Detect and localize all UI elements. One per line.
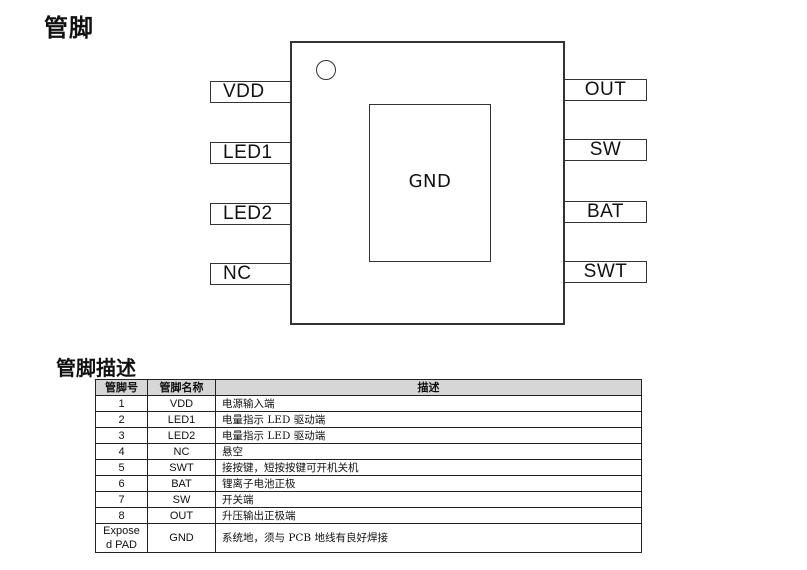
pin-number: 8 — [95, 507, 148, 524]
exposed-pad-label: GND — [408, 171, 452, 192]
page-title: 管脚 — [44, 14, 94, 42]
pin-number: 4 — [95, 443, 148, 460]
pin1-marker-circle — [316, 60, 336, 80]
pin-name: LED1 — [147, 411, 216, 428]
pin-left-4: NC — [210, 263, 290, 285]
pin-left-2: LED1 — [210, 142, 290, 164]
pin-number: 6 — [95, 475, 148, 492]
header-description: 描述 — [215, 379, 642, 396]
pin-number: Expose d PAD — [95, 523, 148, 553]
pin-name: LED2 — [147, 427, 216, 444]
pin-desc: 悬空 — [215, 443, 642, 460]
pin-number: 2 — [95, 411, 148, 428]
exposed-pad — [369, 104, 491, 262]
pin-desc: 锂离子电池正极 — [215, 475, 642, 492]
ic-package-outline — [290, 41, 565, 325]
pin-name: OUT — [147, 507, 216, 524]
pin-right-7: SW — [565, 139, 647, 161]
table-row: 7 SW 开关端 — [95, 491, 642, 508]
pin-name: BAT — [147, 475, 216, 492]
pin-name: GND — [147, 523, 216, 553]
header-pin-number: 管脚号 — [95, 379, 148, 396]
pin-description-table: 管脚号 管脚名称 描述 1 VDD 电源输入端 2 LED1 电量指示 LED … — [95, 379, 642, 553]
pin-desc: 系统地，须与 PCB 地线有良好焊接 — [215, 523, 642, 553]
pin-right-6: BAT — [565, 201, 647, 223]
section-title: 管脚描述 — [56, 356, 136, 380]
table-row: 5 SWT 接按键，短按按键可开机关机 — [95, 459, 642, 476]
pin-number: 7 — [95, 491, 148, 508]
pin-desc: 升压输出正极端 — [215, 507, 642, 524]
pin-number: 1 — [95, 395, 148, 412]
header-pin-name: 管脚名称 — [147, 379, 216, 396]
table-row: 4 NC 悬空 — [95, 443, 642, 460]
pin-name: NC — [147, 443, 216, 460]
pin-desc: 开关端 — [215, 491, 642, 508]
pin-name: VDD — [147, 395, 216, 412]
pin-desc: 电量指示 LED 驱动端 — [215, 411, 642, 428]
table-header-row: 管脚号 管脚名称 描述 — [95, 379, 642, 396]
pin-name: SWT — [147, 459, 216, 476]
pin-left-3: LED2 — [210, 203, 290, 225]
pin-right-8: OUT — [565, 79, 647, 101]
table-row: 8 OUT 升压输出正极端 — [95, 507, 642, 524]
table-row: 6 BAT 锂离子电池正极 — [95, 475, 642, 492]
pin-number: 5 — [95, 459, 148, 476]
pin-desc: 接按键，短按按键可开机关机 — [215, 459, 642, 476]
table-row: 2 LED1 电量指示 LED 驱动端 — [95, 411, 642, 428]
pin-number: 3 — [95, 427, 148, 444]
pin-name: SW — [147, 491, 216, 508]
table-row: Expose d PAD GND 系统地，须与 PCB 地线有良好焊接 — [95, 523, 642, 553]
pin-right-5: SWT — [565, 261, 647, 283]
pin-desc: 电源输入端 — [215, 395, 642, 412]
pin-desc: 电量指示 LED 驱动端 — [215, 427, 642, 444]
pin-left-1: VDD — [210, 81, 290, 103]
table-row: 3 LED2 电量指示 LED 驱动端 — [95, 427, 642, 444]
table-row: 1 VDD 电源输入端 — [95, 395, 642, 412]
